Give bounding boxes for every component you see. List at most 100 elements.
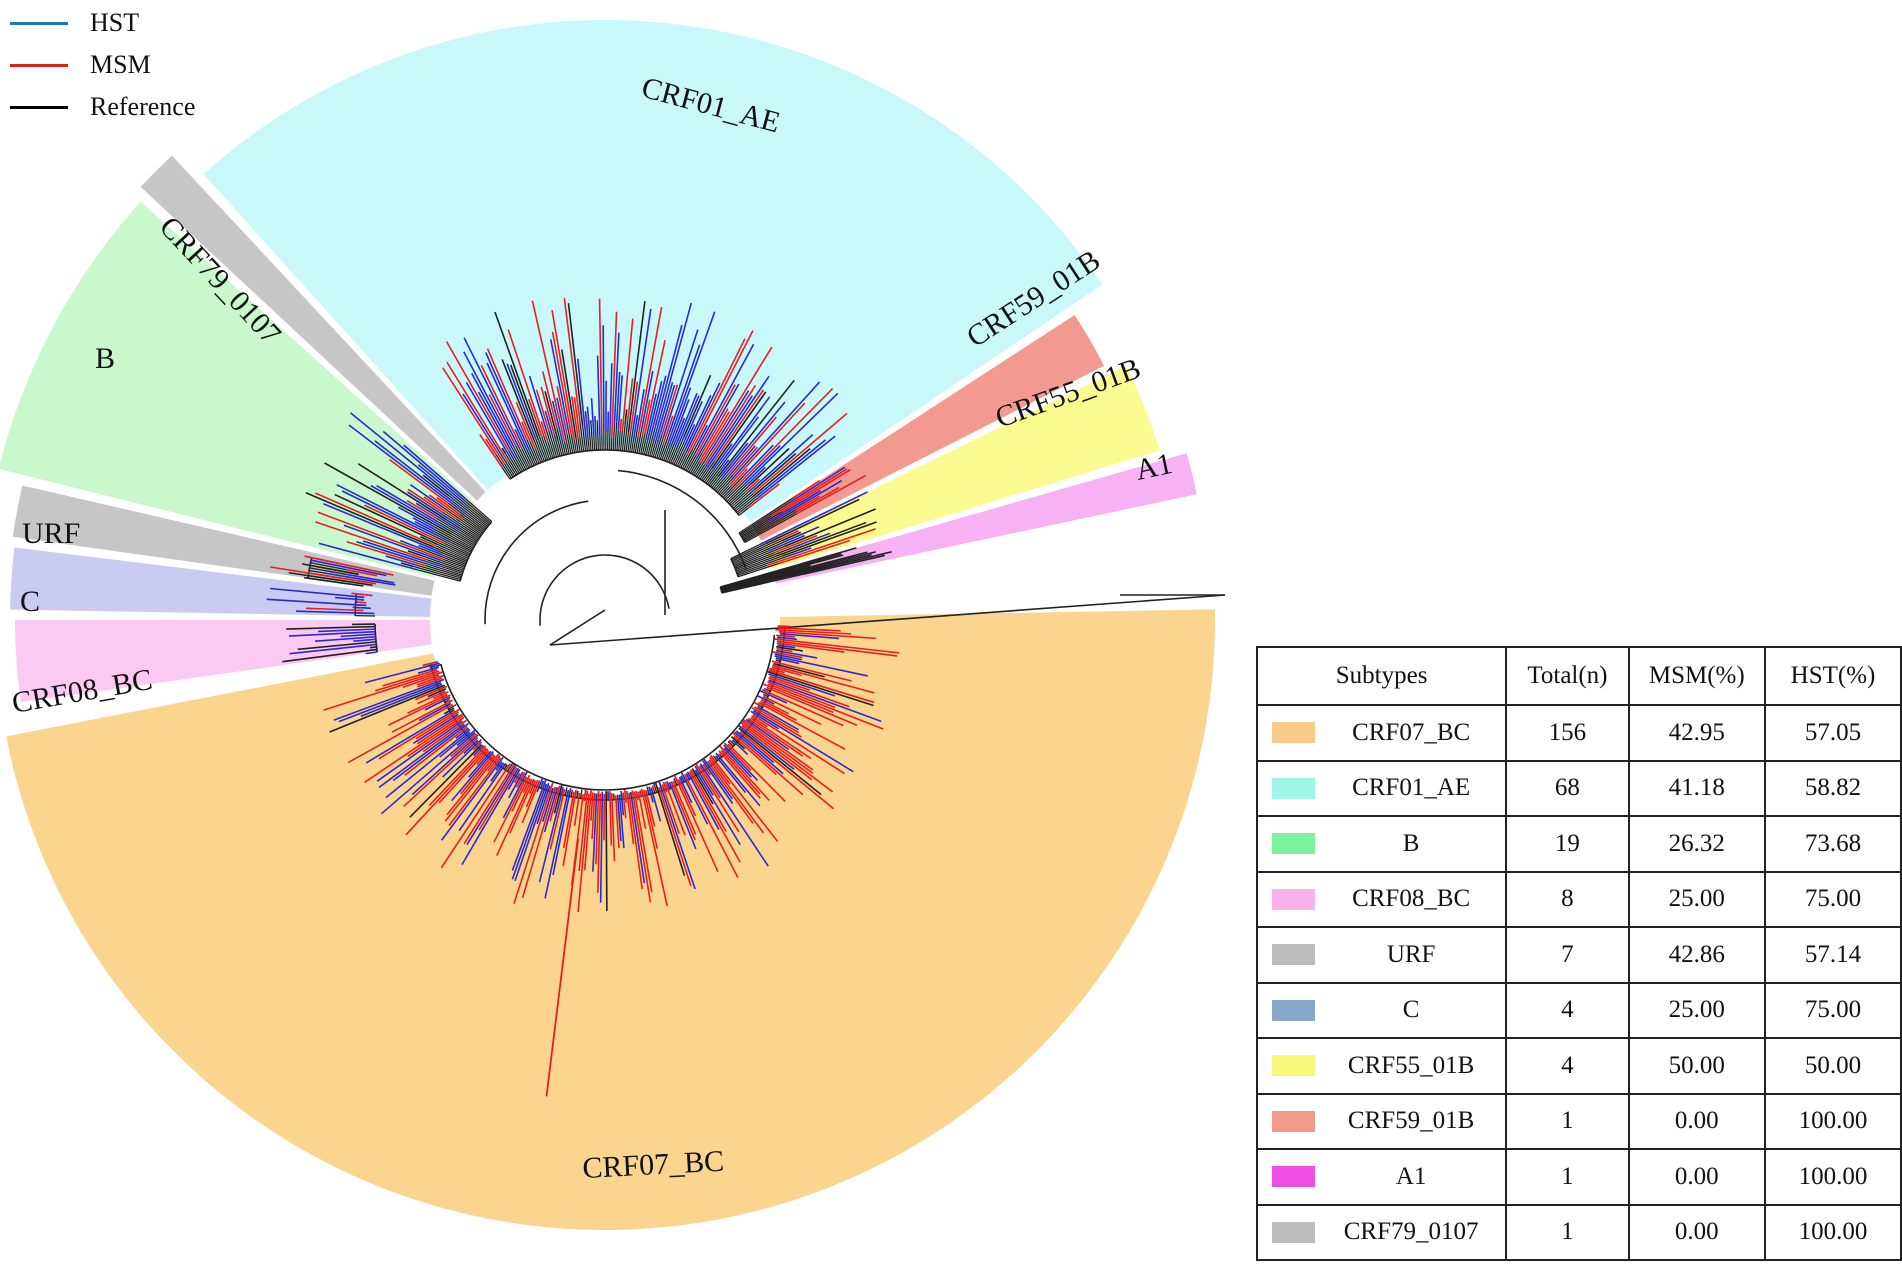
leaf-branch [619, 418, 623, 431]
leaf-branch [357, 601, 367, 604]
internal-branch [654, 434, 663, 458]
internal-branch [508, 450, 522, 473]
leaf-branch [591, 792, 596, 840]
leaf-branch [562, 790, 577, 867]
leaf-branch [760, 700, 797, 722]
leaf-branch [463, 351, 515, 448]
subtype-cell: CRF55_01B [1255, 1037, 1508, 1095]
subtype-name: CRF07_BC [1352, 718, 1471, 746]
leaf-branch [288, 630, 376, 637]
internal-branch [413, 565, 461, 581]
leaf-branch [429, 494, 464, 520]
leaf-branch [757, 705, 799, 731]
subtype-name: CRF79_0107 [1343, 1218, 1479, 1246]
leaf-branch [678, 776, 693, 804]
internal-branch [720, 575, 768, 590]
leaf-branch [583, 789, 593, 871]
legend-label: MSM [90, 50, 151, 79]
clade-label-b: B [95, 342, 115, 375]
leaf-branch [723, 742, 752, 771]
leaf-branch [742, 719, 814, 771]
leaf-branch [412, 713, 459, 745]
leaf-branch [348, 424, 466, 514]
internal-branch [703, 470, 714, 483]
leaf-branch [617, 375, 623, 431]
internal-branch [731, 538, 781, 562]
leaf-branch [504, 764, 508, 768]
leaf-branch [509, 364, 540, 441]
leaf-branch [417, 690, 446, 705]
internal-branch [518, 448, 530, 469]
leaf-branch [536, 785, 551, 825]
leaf-branch [768, 673, 836, 697]
leaf-branch [471, 373, 511, 445]
hst-cell: 57.05 [1764, 704, 1902, 762]
leaf-branch [622, 792, 627, 819]
leaf-branch [487, 755, 501, 772]
leaf-branch [680, 775, 686, 784]
leaf-branch [446, 755, 496, 816]
leaf-branch [728, 445, 756, 477]
internal-branch [435, 545, 468, 561]
leaf-branch [743, 445, 781, 483]
leaf-branch [583, 789, 587, 802]
subtype-cell: CRF01_AE [1255, 759, 1508, 817]
leaf-branch [362, 540, 442, 568]
internal-branch [577, 438, 581, 452]
leaf-branch [776, 521, 867, 557]
internal-branch [636, 428, 643, 454]
internal-branch [666, 440, 677, 463]
leaf-branch [513, 773, 521, 784]
leaf-branch [658, 781, 696, 890]
long-msm-leaf [545, 838, 580, 1097]
leaf-branch [779, 479, 843, 518]
clade-sector-crf79_0107 [140, 155, 530, 545]
leaf-branch [727, 743, 786, 802]
internal-branch [437, 543, 469, 559]
subtype-name: CRF01_AE [1352, 774, 1471, 802]
internal-branch [515, 458, 524, 472]
internal-branch [440, 559, 465, 570]
internal-branch [664, 447, 672, 462]
internal-branch [596, 421, 600, 451]
leaf-branch [781, 531, 802, 542]
leaf-branch [776, 649, 818, 659]
leaf-branch [468, 750, 492, 778]
leaf-branch [353, 638, 376, 643]
leaf-branch [772, 651, 803, 659]
leaf-branch [653, 783, 656, 786]
leaf-branch [651, 785, 655, 792]
internal-branch [579, 422, 585, 452]
leaf-branch [672, 780, 697, 835]
internal-branch [740, 515, 772, 536]
internal-branch [699, 467, 708, 480]
internal-branch [652, 443, 658, 458]
msm-cell: 0.00 [1627, 1203, 1767, 1261]
leaf-branch [540, 386, 556, 435]
internal-branch [440, 551, 467, 564]
internal-branch [731, 543, 766, 561]
internal-branch [741, 521, 769, 539]
leaf-branch [365, 709, 455, 764]
leaf-branch [795, 495, 820, 511]
hst-cell: 100.00 [1764, 1092, 1902, 1150]
internal-branch [720, 563, 801, 588]
hst-cell: 58.82 [1764, 759, 1902, 817]
internal-branch [501, 467, 511, 480]
backbone-arc [618, 469, 747, 569]
internal-branch [616, 430, 619, 451]
internal-branch [310, 562, 347, 571]
leaf-branch [775, 657, 800, 665]
leaf-branch [703, 758, 733, 800]
leaf-branch [420, 535, 438, 546]
leaf-branch [669, 399, 690, 449]
legend-item: MSM [10, 44, 195, 86]
internal-branch [663, 441, 672, 461]
leaf-branch [788, 551, 892, 578]
leaf-branch [767, 534, 805, 552]
internal-branch [509, 456, 520, 474]
internal-branch [737, 562, 780, 578]
internal-branch [630, 438, 635, 453]
leaf-branch [655, 382, 674, 439]
subtype-name: CRF55_01B [1347, 1051, 1475, 1079]
